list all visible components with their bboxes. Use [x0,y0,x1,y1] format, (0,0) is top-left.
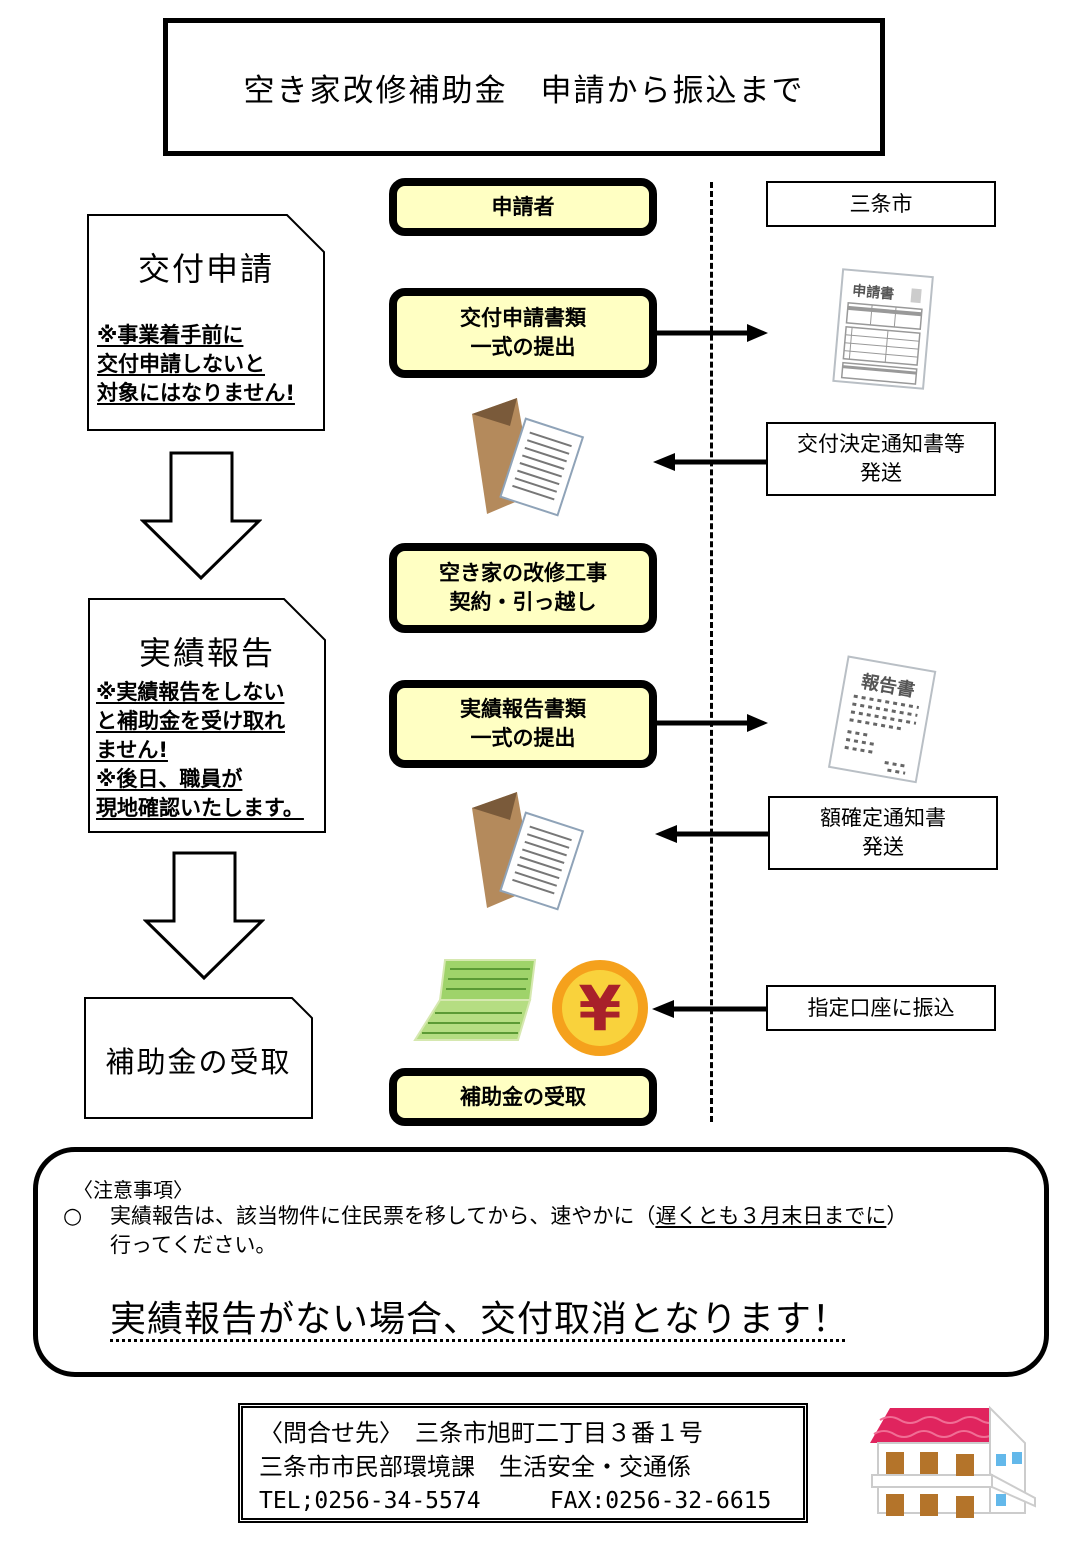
step-contract-move: 空き家の改修工事契約・引っ越し [389,543,657,633]
application-form-icon: 申請書 [828,268,938,397]
bullet-icon: ○ [63,1204,83,1229]
city-action-bank-transfer: 指定口座に振込 [766,985,996,1031]
step-submit-report: 実績報告書類一式の提出 [389,680,657,768]
notes-panel: 〈注意事項〉 ○ 実績報告は、該当物件に住民票を移してから、速やかに（遅くとも３… [33,1147,1049,1377]
process-heading: 補助金の受取 [105,1045,292,1079]
contact-tel: TEL;0256-34-5574 [259,1488,481,1514]
city-action-amount-notice: 額確定通知書発送 [768,796,998,870]
form-label: 申請書 [852,282,895,303]
step-submit-application: 交付申請書類一式の提出 [389,288,657,378]
contact-box: 〈問合せ先〉 三条市旭町二丁目３番１号 三条市市民部環境課 生活安全・交通係 T… [238,1403,808,1523]
deadline-text: 遅くとも３月末日までに [655,1204,887,1228]
process-note: ※実績報告をしない と補助金を受け取れ ません! ※後日、職員が 現地確認いたし… [96,680,304,820]
down-arrow-icon [140,451,262,581]
page-title: 空き家改修補助金 申請から振込まで [163,18,885,156]
report-form-icon: 報告書 [820,655,940,789]
bankbook-icon [410,955,540,1049]
down-arrow-icon [143,851,265,981]
envelope-icon [462,790,587,919]
contact-phone-fax: TEL;0256-34-5574 FAX:0256-32-6615 [259,1484,787,1518]
process-note: ※事業着手前に 交付申請しないと 対象にはなりません! [97,323,295,405]
title-text: 空き家改修補助金 申請から振込まで [243,72,805,109]
arrow-left-icon [655,822,769,846]
column-divider [710,182,713,1122]
arrow-right-icon [657,711,769,735]
contact-fax: FAX:0256-32-6615 [549,1488,772,1514]
city-header: 三条市 [766,181,996,227]
process-box-receipt: 補助金の受取 [84,997,313,1119]
city-action-grant-notice: 交付決定通知書等発送 [766,422,996,496]
arrow-right-icon [657,321,769,345]
arrow-left-icon [652,997,767,1021]
yen-symbol: ¥ [578,972,621,1045]
step-receive-subsidy: 補助金の受取 [389,1068,657,1126]
yen-coin-icon: ¥ [550,958,650,1062]
arrow-left-icon [653,450,767,474]
envelope-icon [462,396,587,525]
process-heading: 交付申請 [137,250,274,288]
process-box-report: 実績報告 ※実績報告をしない と補助金を受け取れ ません! ※後日、職員が 現地… [88,598,326,833]
process-box-application: 交付申請 ※事業着手前に 交付申請しないと 対象にはなりません! [87,214,325,431]
house-icon [860,1398,1040,1527]
contact-address: 〈問合せ先〉 三条市旭町二丁目３番１号 [259,1419,703,1447]
applicant-header: 申請者 [389,178,657,236]
process-heading: 実績報告 [138,634,275,672]
warning-text: 実績報告がない場合、交付取消となります！ [110,1299,849,1340]
contact-department: 三条市市民部環境課 生活安全・交通係 [259,1453,691,1481]
notes-body: 実績報告は、該当物件に住民票を移してから、速やかに（遅くとも３月末日までに） 行… [110,1204,908,1257]
notes-title: 〈注意事項〉 [73,1178,193,1202]
